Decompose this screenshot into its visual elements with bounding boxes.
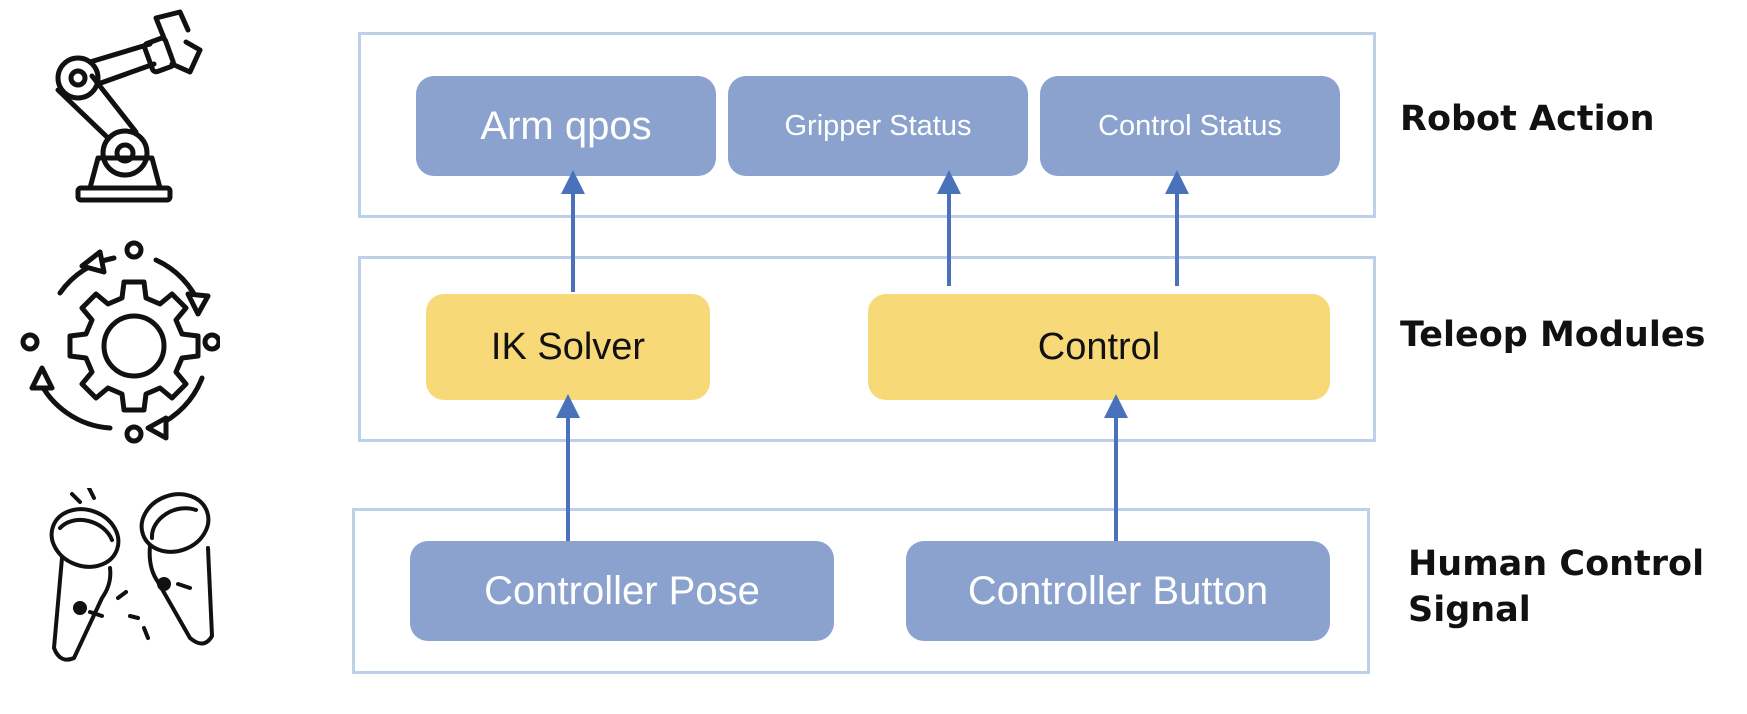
control-box: Control <box>868 294 1330 400</box>
teleop-modules-layer <box>358 256 1376 442</box>
arm-qpos-box: Arm qpos <box>416 76 716 176</box>
human-control-label: Human Control Signal <box>1408 542 1704 633</box>
robot-action-layer <box>358 32 1376 218</box>
gripper-status-box: Gripper Status <box>728 76 1028 176</box>
controller-pose-box: Controller Pose <box>410 541 834 641</box>
controller-button-box: Controller Button <box>906 541 1330 641</box>
human-control-layer <box>352 508 1370 674</box>
robot-arm-icon <box>55 9 203 203</box>
gear-cycle-icon <box>20 240 220 444</box>
vr-controllers-icon <box>49 488 214 662</box>
ik-solver-box: IK Solver <box>426 294 710 400</box>
control-status-box: Control Status <box>1040 76 1340 176</box>
teleop-modules-label: Teleop Modules <box>1400 315 1706 355</box>
human-control-label-line1: Human Control <box>1408 544 1705 584</box>
human-control-label-line2: Signal <box>1408 589 1531 630</box>
robot-action-label: Robot Action <box>1400 99 1655 139</box>
